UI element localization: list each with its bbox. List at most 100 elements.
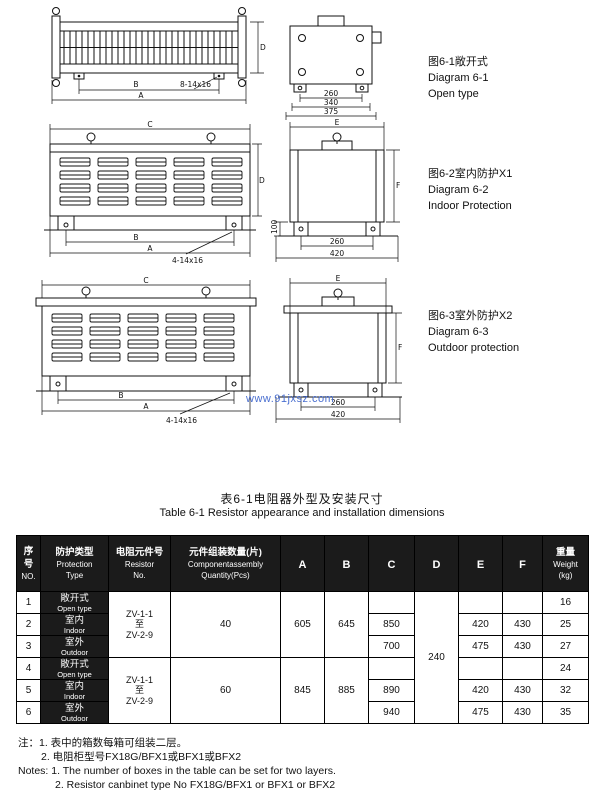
dim-label-340: 340 <box>324 98 339 107</box>
fig-6-1-open-resistor-side-view: D B A 8-14x16 <box>51 7 266 104</box>
dimension-lines <box>275 278 402 423</box>
figure-6-3-caption-cn: 图6-3室外防护X2 <box>428 310 513 322</box>
col-header-resistor-no: 电阻元件号 Resistor No. <box>108 535 171 592</box>
figure-6-2-caption-en1: Diagram 6-2 <box>428 184 489 196</box>
dim-label-260: 260 <box>324 89 339 98</box>
figure-6-2-caption-en2: Indoor Protection <box>428 200 512 212</box>
cell-dim-c <box>368 657 415 680</box>
cell-quantity-group1: 40 <box>170 591 281 658</box>
cell-dim-f <box>502 591 543 614</box>
fig-6-2-indoor-cabinet-front-view: C D B A 4-14x16 <box>44 120 265 265</box>
cell-dim-e: 475 <box>458 701 503 724</box>
dim-label-e: E <box>336 274 341 283</box>
cell-dim-c: 850 <box>368 613 415 636</box>
dim-label-a: A <box>147 244 153 253</box>
resistor-bank-outline <box>51 7 247 87</box>
cell-dim-e <box>458 591 503 614</box>
mounting-holes-label: 4-14x16 <box>172 256 203 265</box>
cell-no: 1 <box>16 591 41 614</box>
cell-no: 4 <box>16 657 41 680</box>
figure-6-2-caption-cn: 图6-2室内防护X1 <box>428 168 513 180</box>
table-header-row: 序 号 NO. 防护类型 Protection Type 电阻元件号 Resis… <box>16 535 589 592</box>
cell-no: 3 <box>16 635 41 658</box>
cell-protection-type: 室外 Outdoor <box>40 635 109 658</box>
figure-6-1-caption-cn: 图6-1敞开式 <box>428 56 488 68</box>
cell-weight: 35 <box>542 701 589 724</box>
cell-weight: 25 <box>542 613 589 636</box>
cabinet-outline <box>278 132 398 237</box>
cell-resistor-no-group1: ZV-1-1 至 ZV-2-9 <box>108 591 171 658</box>
cell-quantity-group2: 60 <box>170 657 281 724</box>
dim-label-d: D <box>259 176 265 185</box>
cell-protection-type: 室内 Indoor <box>40 679 109 702</box>
cell-dim-a-group2: 845 <box>280 657 325 724</box>
cabinet-outline <box>35 286 257 392</box>
fig-6-2-indoor-cabinet-side-view: E F 100 260 420 <box>270 118 400 262</box>
dim-label-420: 420 <box>330 249 345 258</box>
col-header-quantity: 元件组装数量(片) Componentassembly Quantity(Pcs… <box>170 535 281 592</box>
cell-dim-c: 890 <box>368 679 415 702</box>
louver-vents <box>51 313 235 362</box>
dim-label-b: B <box>133 233 138 242</box>
front-view-outline <box>289 15 382 93</box>
cell-protection-type: 敞开式 Open type <box>40 657 109 680</box>
figure-6-1-caption-en2: Open type <box>428 88 479 100</box>
cell-no: 5 <box>16 679 41 702</box>
col-header-dim-c: C <box>368 535 415 592</box>
col-header-dim-b: B <box>324 535 369 592</box>
cell-protection-type: 敞开式 Open type <box>40 591 109 614</box>
figure-6-3-caption-en2: Outdoor protection <box>428 342 520 354</box>
dim-label-a: A <box>138 91 144 100</box>
mounting-holes-label: 8-14x16 <box>180 80 211 89</box>
dim-label-c: C <box>143 276 148 285</box>
col-header-dim-d: D <box>414 535 459 592</box>
note-cn-1: 注：1. 表中的箱数每箱可组装二层。 <box>18 737 188 749</box>
cell-dim-c <box>368 591 415 614</box>
col-header-dim-f: F <box>502 535 543 592</box>
dimension-lines <box>274 122 400 262</box>
dim-label-f: F <box>396 181 400 190</box>
dimension-lines <box>41 280 251 415</box>
table-row: 1 敞开式 Open type ZV-1-1 至 ZV-2-9 40 605 6… <box>16 591 589 724</box>
cell-dim-a-group1: 605 <box>280 591 325 658</box>
cell-protection-type: 室外 Outdoor <box>40 701 109 724</box>
cell-weight: 32 <box>542 679 589 702</box>
table-row: 5 室内 Indoor 890 420 430 32 <box>16 679 589 702</box>
cabinet-outline <box>44 132 256 231</box>
figure-6-1-caption-en1: Diagram 6-1 <box>428 72 489 84</box>
dim-label-100: 100 <box>270 219 279 234</box>
note-en-1: Notes: 1. The number of boxes in the tab… <box>18 765 336 777</box>
col-header-protection-type: 防护类型 Protection Type <box>40 535 109 592</box>
dim-label-c: C <box>147 120 152 129</box>
cell-dim-f <box>502 657 543 680</box>
dimension-lines <box>49 124 262 257</box>
dim-label-b: B <box>118 391 123 400</box>
dim-label-f: F <box>398 343 402 352</box>
cell-dim-c: 940 <box>368 701 415 724</box>
cell-weight: 24 <box>542 657 589 680</box>
cell-no: 6 <box>16 701 41 724</box>
figure-6-3-caption: 图6-3室外防护X2 Diagram 6-3 Outdoor protectio… <box>428 308 519 356</box>
dim-label-d: D <box>260 43 266 52</box>
cell-dim-e <box>458 657 503 680</box>
cell-dim-e: 420 <box>458 613 503 636</box>
cell-dim-c: 700 <box>368 635 415 658</box>
mounting-holes-label: 4-14x16 <box>166 416 197 425</box>
fig-6-3-outdoor-cabinet-front-view: C B A 4-14x16 <box>35 276 257 425</box>
dim-label-260: 260 <box>331 398 346 407</box>
cell-resistor-no-group2: ZV-1-1 至 ZV-2-9 <box>108 657 171 724</box>
dim-label-420: 420 <box>331 410 346 419</box>
watermark: www.91jxsz.com <box>246 393 335 405</box>
figure-6-1-caption: 图6-1敞开式 Diagram 6-1 Open type <box>428 54 489 102</box>
col-header-weight: 重量 Weight (kg) <box>542 535 589 592</box>
table-title-en: Table 6-1 Resistor appearance and instal… <box>159 507 445 519</box>
figure-6-2-caption: 图6-2室内防护X1 Diagram 6-2 Indoor Protection <box>428 166 512 214</box>
cabinet-outline <box>278 288 402 398</box>
cell-dim-f: 430 <box>502 613 543 636</box>
col-header-dim-e: E <box>458 535 503 592</box>
dim-label-a: A <box>143 402 149 411</box>
table-row: 3 室外 Outdoor 700 475 430 27 <box>16 635 589 658</box>
cell-dim-e: 420 <box>458 679 503 702</box>
dim-label-b: B <box>133 80 138 89</box>
